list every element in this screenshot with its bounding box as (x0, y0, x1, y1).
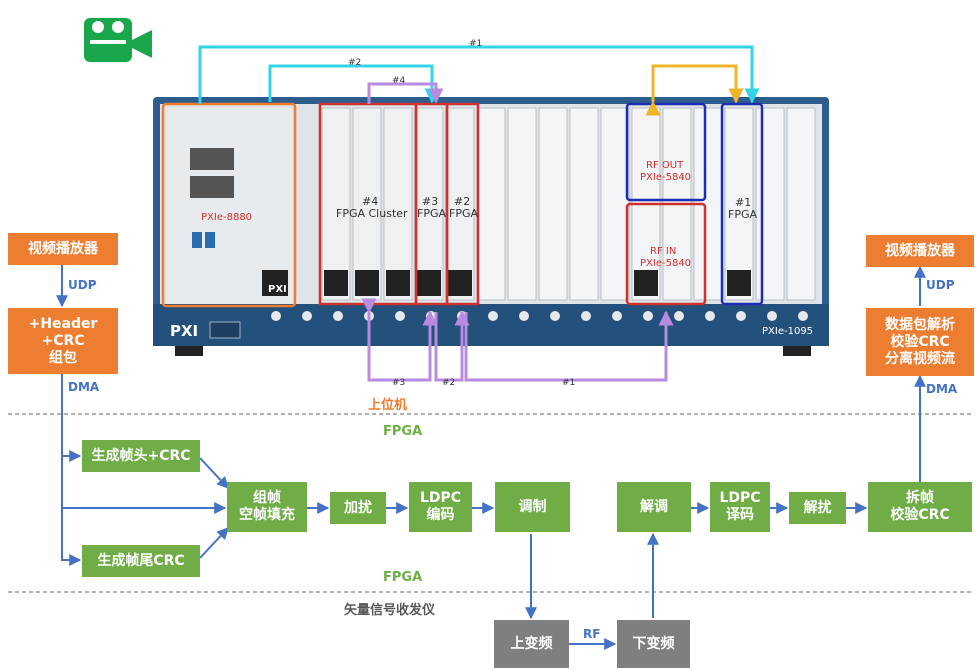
deframe-box: 拆帧 校验CRC (868, 482, 972, 532)
packer-box: +Header +CRC 组包 (8, 308, 118, 374)
controller-module (167, 108, 293, 304)
slot-number-dot (333, 311, 343, 321)
descramble-box: 解扰 (789, 492, 846, 524)
left-video-player: 视频播放器 (8, 233, 118, 265)
cluster-number: #4 (362, 195, 379, 208)
right-dma-label: DMA (926, 382, 958, 396)
right-udp-label: UDP (926, 278, 955, 292)
slot-number-dot (550, 311, 560, 321)
link-3-bottom-label: #3 (392, 378, 406, 388)
left-udp-label: UDP (68, 278, 97, 292)
link-3-bottom (361, 298, 438, 382)
controller-label: PXIe-8880 (201, 212, 253, 223)
modulate-box: 调制 (495, 482, 570, 532)
chassis-slot (352, 107, 382, 301)
slot-number-dot (302, 311, 312, 321)
chassis-slot (414, 107, 444, 301)
controller-highlight (161, 102, 297, 308)
ldpc-decode-box: LDPC 译码 (710, 482, 770, 532)
rf-in-label: RF IN (650, 246, 677, 257)
link-rf-top (645, 64, 744, 116)
fpga2-number: #2 (454, 195, 471, 208)
parser-box: 数据包解析 校验CRC 分离视频流 (866, 308, 974, 376)
link-1-top (198, 45, 760, 104)
module-handle (727, 270, 751, 296)
cluster-label: FPGA Cluster (336, 207, 408, 220)
module-handle (386, 270, 410, 296)
section-fpga-bottom: FPGA (383, 570, 423, 585)
section-fpga-top: FPGA (383, 424, 423, 439)
link-2-top-label: #2 (348, 58, 362, 68)
slot-number-dot (798, 311, 808, 321)
module-handle (448, 270, 472, 296)
slot-number-dot (488, 311, 498, 321)
tail-crc-box: 生成帧尾CRC (82, 545, 200, 577)
chassis-slot (600, 107, 630, 301)
link-4-top-label: #4 (392, 76, 406, 86)
slot-number-dot (581, 311, 591, 321)
chassis-slot (724, 107, 754, 301)
slot-number-dot (519, 311, 529, 321)
chassis-model: PXIe-1095 (762, 326, 814, 337)
module-handle (324, 270, 348, 296)
module-handle (417, 270, 441, 296)
fpga3-label: FPGA (417, 207, 447, 220)
rf-out-label: RF OUT (646, 160, 684, 171)
slot-number-dot (767, 311, 777, 321)
module-handle (355, 270, 379, 296)
right-video-player: 视频播放器 (866, 235, 974, 267)
chassis-brand: PXI (170, 322, 199, 340)
link-2-bottom (434, 310, 470, 382)
slot-number-dot (612, 311, 622, 321)
slot-number-dot (643, 311, 653, 321)
module-handle (634, 270, 658, 296)
fpga1-label: FPGA (728, 208, 758, 221)
slot-number-dot (674, 311, 684, 321)
fpga3-number: #3 (422, 195, 439, 208)
fpga2-highlight (445, 102, 480, 306)
chassis-slot (755, 107, 785, 301)
upconvert-box: 上变频 (494, 620, 569, 668)
section-host: 上位机 (368, 398, 408, 413)
link-4-top (367, 82, 444, 104)
slot-number-dot (395, 311, 405, 321)
link-1-bottom (464, 310, 674, 382)
chassis-slot (476, 107, 506, 301)
rf-out-model: PXIe-5840 (640, 172, 692, 183)
chassis-slot (321, 107, 351, 301)
slot-number-dot (736, 311, 746, 321)
framing-box: 组帧 空帧填充 (227, 482, 307, 532)
rf-in-highlight (625, 202, 707, 306)
ldpc-encode-box: LDPC 编码 (409, 482, 472, 532)
controller-pxi-badge: PXI (268, 284, 287, 295)
chassis-slot (786, 107, 816, 301)
link-2-bottom-label: #2 (442, 378, 456, 388)
header-crc-box: 生成帧头+CRC (82, 440, 200, 472)
link-1-bottom-label: #1 (562, 378, 576, 388)
rf-in-model: PXIe-5840 (640, 258, 692, 269)
fpga1-number: #1 (735, 196, 752, 209)
downconvert-box: 下变频 (617, 620, 690, 668)
arrow-header-framing (199, 457, 229, 489)
slot-number-dot (705, 311, 715, 321)
chassis-slot (538, 107, 568, 301)
section-vsg: 矢量信号收发仪 (344, 603, 436, 618)
demod-box: 解调 (617, 482, 691, 532)
slot-number-dot (271, 311, 281, 321)
arrow-tail-framing (199, 527, 229, 559)
chassis-slot (507, 107, 537, 301)
chassis-slot (569, 107, 599, 301)
scramble-box: 加扰 (330, 492, 386, 524)
chassis-slot (445, 107, 475, 301)
left-dma-label: DMA (68, 380, 100, 394)
link-1-top-label: #1 (469, 39, 483, 49)
video-camera-icon (84, 18, 152, 62)
rf-label: RF (583, 627, 601, 641)
arrow-to-tail-crc (61, 374, 82, 566)
chassis-slots (321, 107, 816, 301)
fpga2-label: FPGA (449, 207, 479, 220)
